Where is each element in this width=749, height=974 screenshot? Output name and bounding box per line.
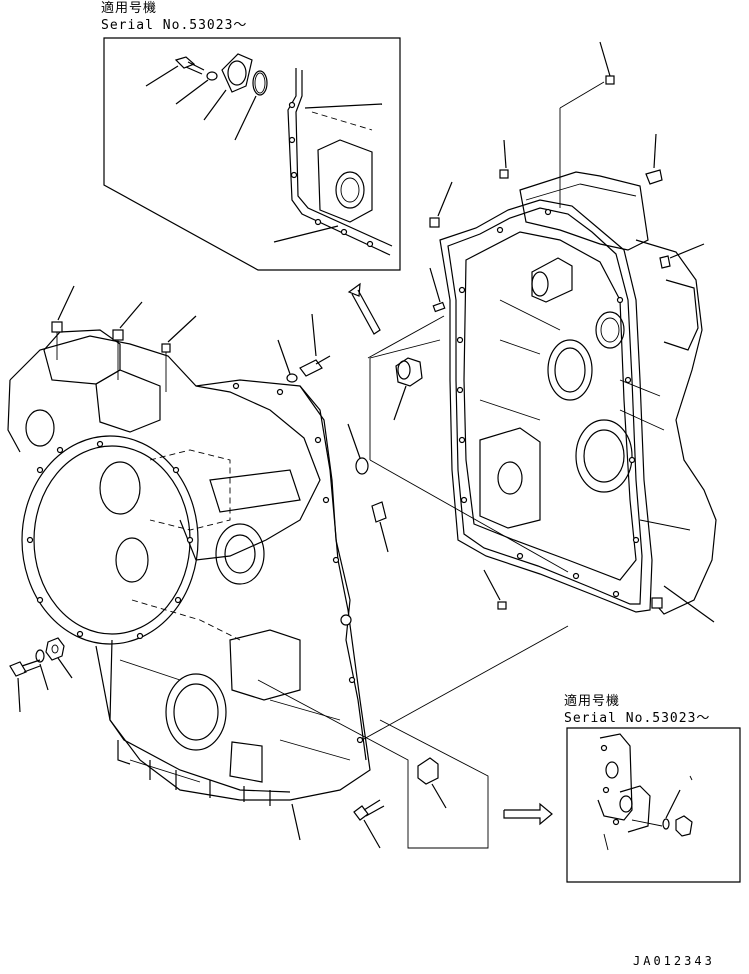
inset-bottom-applicable-label: 適用号機	[564, 694, 621, 709]
main-transmission-case	[7, 285, 371, 806]
inset-bottom-serial-label: Serial No.53023～	[564, 711, 711, 726]
inset-top-serial-label: Serial No.53023～	[101, 18, 248, 33]
inset-top-washer	[175, 71, 218, 105]
inset-top-bolt	[145, 56, 205, 87]
inset-bottom-frame	[566, 727, 741, 883]
drawing-code: JA012343	[633, 954, 715, 968]
small-parts	[9, 313, 569, 849]
inset-top	[103, 37, 401, 271]
inset-bottom	[566, 727, 741, 883]
inset-top-pointer-arrow	[347, 282, 381, 335]
inset-top-o-ring	[234, 70, 268, 141]
inset-top-frame	[103, 37, 401, 271]
inset-bottom-pointer-arrow	[503, 802, 553, 826]
inset-top-case-fragment	[273, 68, 393, 256]
front-cover-exploded	[367, 41, 717, 623]
inset-top-applicable-label: 適用号機	[101, 1, 158, 16]
inset-top-cover-plate	[203, 53, 253, 121]
